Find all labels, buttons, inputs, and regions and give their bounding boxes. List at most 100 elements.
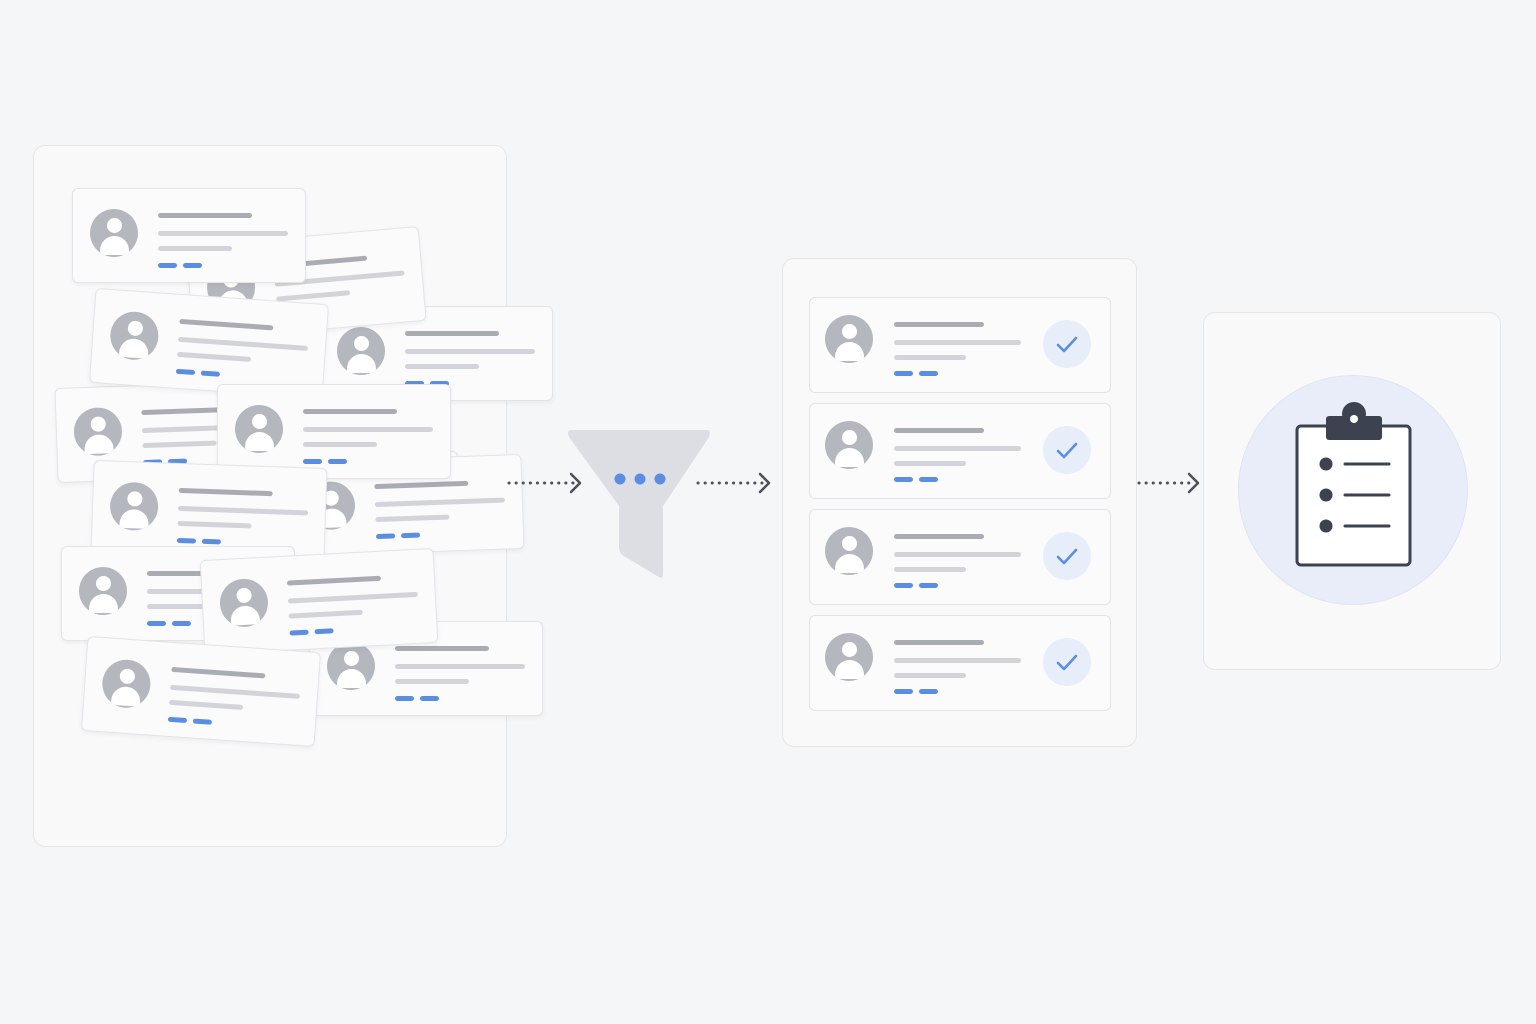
tag-pill — [167, 716, 188, 724]
clipboard-checklist-icon — [1295, 402, 1412, 567]
tag-pill — [395, 696, 414, 701]
user-avatar-icon — [235, 405, 283, 453]
name-line — [303, 409, 397, 414]
tag-pill — [400, 532, 421, 539]
detail-line — [405, 364, 479, 369]
detail-line — [170, 684, 301, 699]
tag-pill — [430, 381, 449, 386]
user-avatar-icon — [218, 577, 270, 629]
detail-line — [178, 505, 309, 516]
output-panel — [782, 258, 1137, 747]
user-avatar-icon — [73, 406, 123, 457]
verified-profile-card — [809, 297, 1111, 393]
detail-line — [177, 520, 252, 529]
input-panel — [33, 145, 553, 847]
user-avatar-icon — [108, 310, 160, 362]
detail-line — [894, 355, 966, 360]
verified-profile-card — [809, 403, 1111, 499]
name-line — [405, 331, 499, 336]
name-line — [286, 575, 381, 586]
detail-line — [894, 552, 1021, 557]
tag-pill — [303, 459, 322, 464]
tag-pill — [894, 477, 913, 482]
detail-line — [894, 567, 966, 572]
profile-card — [72, 188, 306, 283]
name-line — [894, 640, 984, 645]
tag-pill — [919, 371, 938, 376]
name-line — [147, 571, 241, 576]
verified-profile-card — [809, 615, 1111, 711]
name-line — [179, 318, 274, 331]
detail-line — [178, 336, 309, 351]
tag-pill — [919, 689, 938, 694]
detail-line — [288, 609, 363, 619]
detail-line — [374, 497, 505, 508]
detail-line — [894, 673, 966, 678]
name-line — [171, 666, 266, 679]
profile-card — [88, 287, 330, 400]
verified-profile-card — [809, 509, 1111, 605]
name-line — [894, 322, 984, 327]
tag-pill — [894, 371, 913, 376]
detail-line — [303, 442, 377, 447]
tag-pill — [314, 628, 334, 635]
tag-pill — [201, 538, 222, 545]
tag-pill — [158, 263, 177, 268]
detail-line — [894, 461, 966, 466]
user-avatar-icon — [90, 209, 138, 257]
user-avatar-icon — [100, 658, 152, 710]
tag-pill — [172, 621, 191, 626]
tag-pill — [375, 533, 396, 540]
name-line — [158, 213, 252, 218]
funnel-dot — [654, 473, 666, 485]
funnel-icon — [568, 430, 710, 578]
detail-line — [395, 664, 525, 669]
detail-line — [158, 231, 288, 236]
funnel-dot — [634, 473, 646, 485]
detail-line — [395, 679, 469, 684]
tag-pill — [328, 459, 347, 464]
tag-pill — [289, 629, 309, 636]
clipboard-badge — [1238, 375, 1468, 605]
detail-line — [142, 440, 217, 449]
detail-line — [168, 699, 244, 710]
tag-pill — [420, 696, 439, 701]
detail-line — [147, 604, 221, 609]
flow-arrow-1 — [507, 472, 582, 494]
user-avatar-icon — [825, 315, 873, 363]
tag-pill — [405, 381, 424, 386]
tag-pill — [183, 263, 202, 268]
checkmark-icon — [1043, 320, 1091, 368]
name-line — [374, 480, 469, 490]
user-avatar-icon — [327, 642, 375, 690]
detail-line — [303, 427, 433, 432]
user-avatar-icon — [109, 481, 159, 532]
user-avatar-icon — [337, 327, 385, 375]
detail-line — [158, 246, 232, 251]
tag-pill — [919, 583, 938, 588]
name-line — [894, 534, 984, 539]
profile-card — [80, 635, 322, 748]
tag-pill — [147, 621, 166, 626]
tag-pill — [175, 368, 196, 376]
user-avatar-icon — [79, 567, 127, 615]
detail-line — [375, 514, 450, 523]
user-avatar-icon — [825, 421, 873, 469]
name-line — [178, 487, 273, 497]
funnel-dot — [614, 473, 626, 485]
tag-pill — [192, 718, 213, 725]
name-line — [894, 428, 984, 433]
tag-pill — [894, 689, 913, 694]
detail-line — [894, 446, 1021, 451]
detail-line — [894, 658, 1021, 663]
detail-line — [287, 591, 418, 604]
profile-card — [217, 384, 451, 479]
checkmark-icon — [1043, 426, 1091, 474]
tag-pill — [894, 583, 913, 588]
detail-line — [176, 351, 252, 362]
name-line — [395, 646, 489, 651]
detail-line — [405, 349, 535, 354]
checkmark-icon — [1043, 638, 1091, 686]
result-panel — [1203, 312, 1501, 670]
